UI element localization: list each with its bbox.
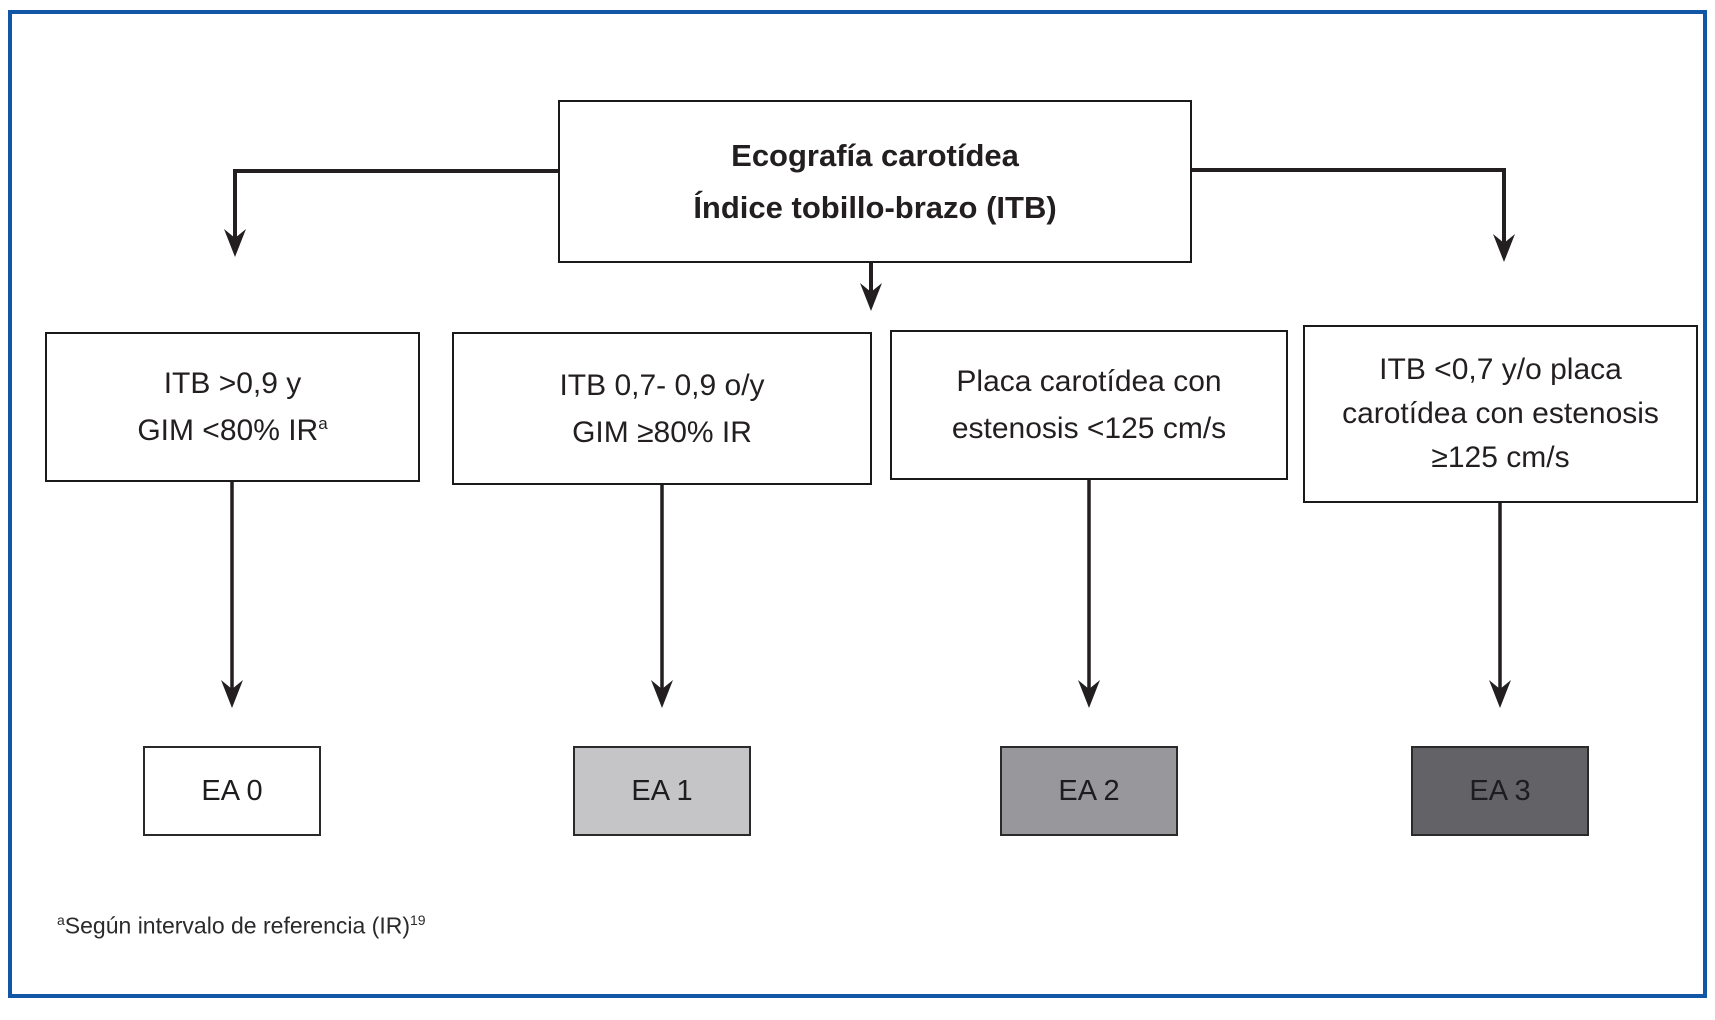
criteria-node-ea2: Placa carotídea con estenosis <125 cm/s bbox=[890, 330, 1288, 480]
arrowhead-icon bbox=[1493, 234, 1515, 262]
arrowhead-icon bbox=[1489, 680, 1511, 708]
arrowhead-icon bbox=[860, 283, 882, 311]
footnote-reference: 19 bbox=[409, 912, 426, 928]
footnote-text: Según intervalo de referencia (IR) bbox=[64, 912, 410, 939]
result-label: EA 3 bbox=[1469, 774, 1531, 807]
criteria-line: estenosis <125 cm/s bbox=[951, 412, 1227, 445]
branch-line-right bbox=[1192, 168, 1506, 243]
criteria-line: GIM <80% IRa bbox=[137, 414, 328, 447]
arrowhead-icon bbox=[1078, 680, 1100, 708]
result-label: EA 1 bbox=[631, 774, 693, 807]
root-node-ecografia: Ecografía carotídea Índice tobillo-brazo… bbox=[558, 100, 1192, 263]
arrowhead-icon bbox=[224, 229, 246, 257]
criteria-line: GIM ≥80% IR bbox=[572, 415, 752, 449]
figure-border bbox=[8, 10, 1707, 998]
result-label: EA 2 bbox=[1058, 774, 1120, 807]
result-node-ea1: EA 1 bbox=[573, 746, 751, 836]
criteria-line: ≥125 cm/s bbox=[1431, 441, 1570, 474]
criteria-line: ITB >0,9 y bbox=[163, 367, 302, 400]
root-title-line1: Ecografía carotídea bbox=[731, 137, 1019, 173]
arrowhead-icon bbox=[651, 680, 673, 708]
footnote-marker-sup: a bbox=[318, 414, 328, 433]
criteria-node-ea3: ITB <0,7 y/o placa carotídea con estenos… bbox=[1303, 325, 1698, 503]
criteria-line: Placa carotídea con bbox=[956, 365, 1222, 398]
criteria-line: ITB 0,7- 0,9 o/y bbox=[559, 368, 765, 402]
result-node-ea2: EA 2 bbox=[1000, 746, 1178, 836]
figure-footnote: aSegún intervalo de referencia (IR)19 bbox=[57, 912, 426, 940]
arrowhead-icon bbox=[221, 680, 243, 708]
footnote-marker: a bbox=[57, 912, 65, 928]
branch-line-left bbox=[233, 169, 558, 238]
criteria-node-ea1: ITB 0,7- 0,9 o/y GIM ≥80% IR bbox=[452, 332, 872, 485]
result-node-ea3: EA 3 bbox=[1411, 746, 1589, 836]
criteria-node-ea0: ITB >0,9 y GIM <80% IRa bbox=[45, 332, 420, 482]
arrowheads bbox=[221, 229, 1515, 708]
criteria-line: ITB <0,7 y/o placa bbox=[1379, 353, 1622, 386]
root-title-line2: Índice tobillo-brazo (ITB) bbox=[693, 189, 1057, 225]
result-node-ea0: EA 0 bbox=[143, 746, 321, 836]
criteria-line: carotídea con estenosis bbox=[1342, 397, 1659, 430]
result-label: EA 0 bbox=[201, 774, 263, 807]
